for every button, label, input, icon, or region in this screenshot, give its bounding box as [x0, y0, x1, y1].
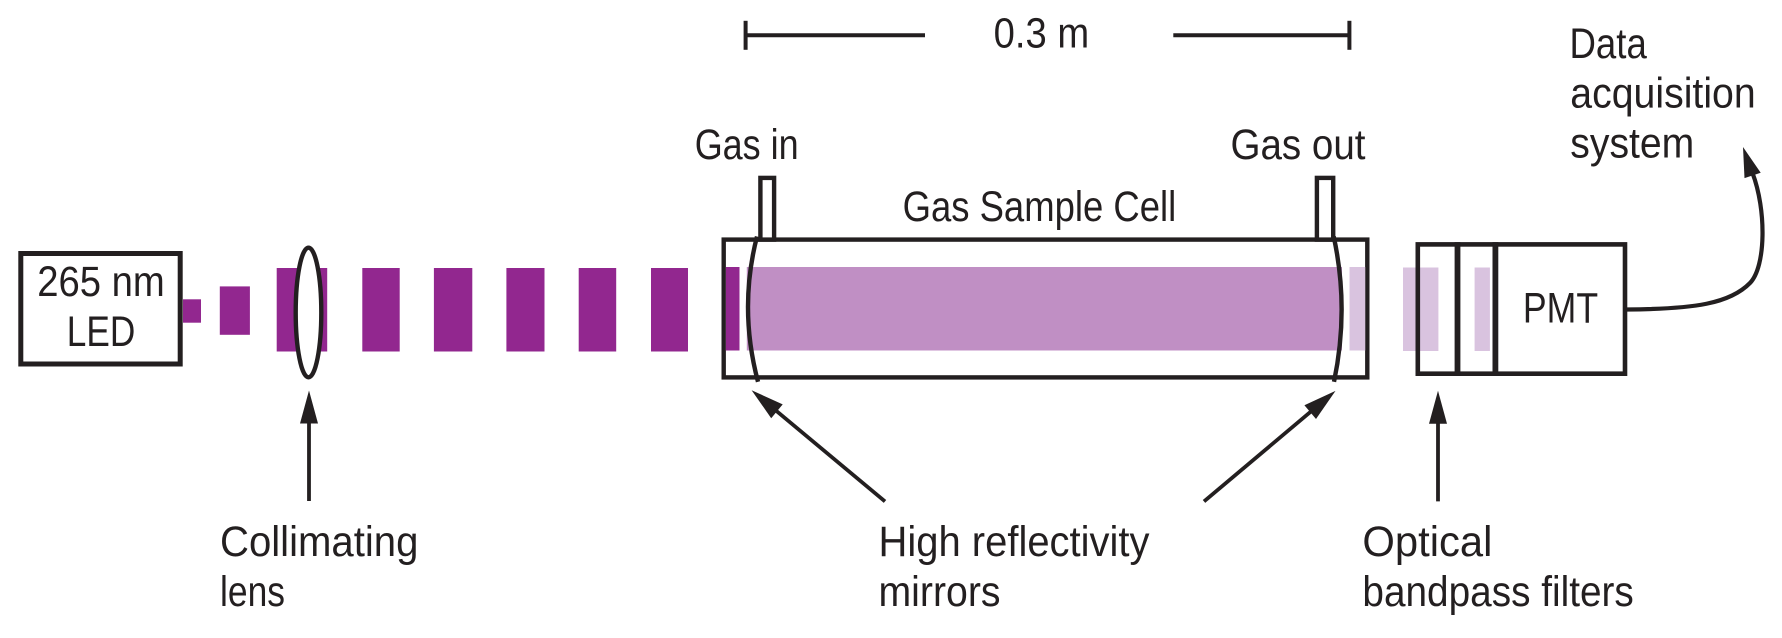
svg-text:Gas out: Gas out — [1231, 122, 1366, 169]
svg-text:system: system — [1570, 120, 1694, 167]
svg-text:Collimating: Collimating — [220, 519, 418, 566]
svg-text:PMT: PMT — [1523, 286, 1598, 333]
svg-text:0.3 m: 0.3 m — [994, 11, 1090, 58]
svg-text:Gas in: Gas in — [695, 122, 799, 169]
svg-text:Gas Sample Cell: Gas Sample Cell — [903, 184, 1177, 231]
svg-text:LED: LED — [67, 309, 136, 356]
svg-text:acquisition: acquisition — [1570, 71, 1755, 118]
svg-text:lens: lens — [220, 569, 285, 616]
svg-text:mirrors: mirrors — [879, 569, 1001, 616]
svg-text:High reflectivity: High reflectivity — [879, 519, 1151, 566]
svg-text:265 nm: 265 nm — [37, 259, 165, 306]
svg-text:Data: Data — [1570, 21, 1648, 68]
svg-text:Optical: Optical — [1362, 519, 1492, 566]
svg-text:bandpass filters: bandpass filters — [1362, 569, 1633, 616]
